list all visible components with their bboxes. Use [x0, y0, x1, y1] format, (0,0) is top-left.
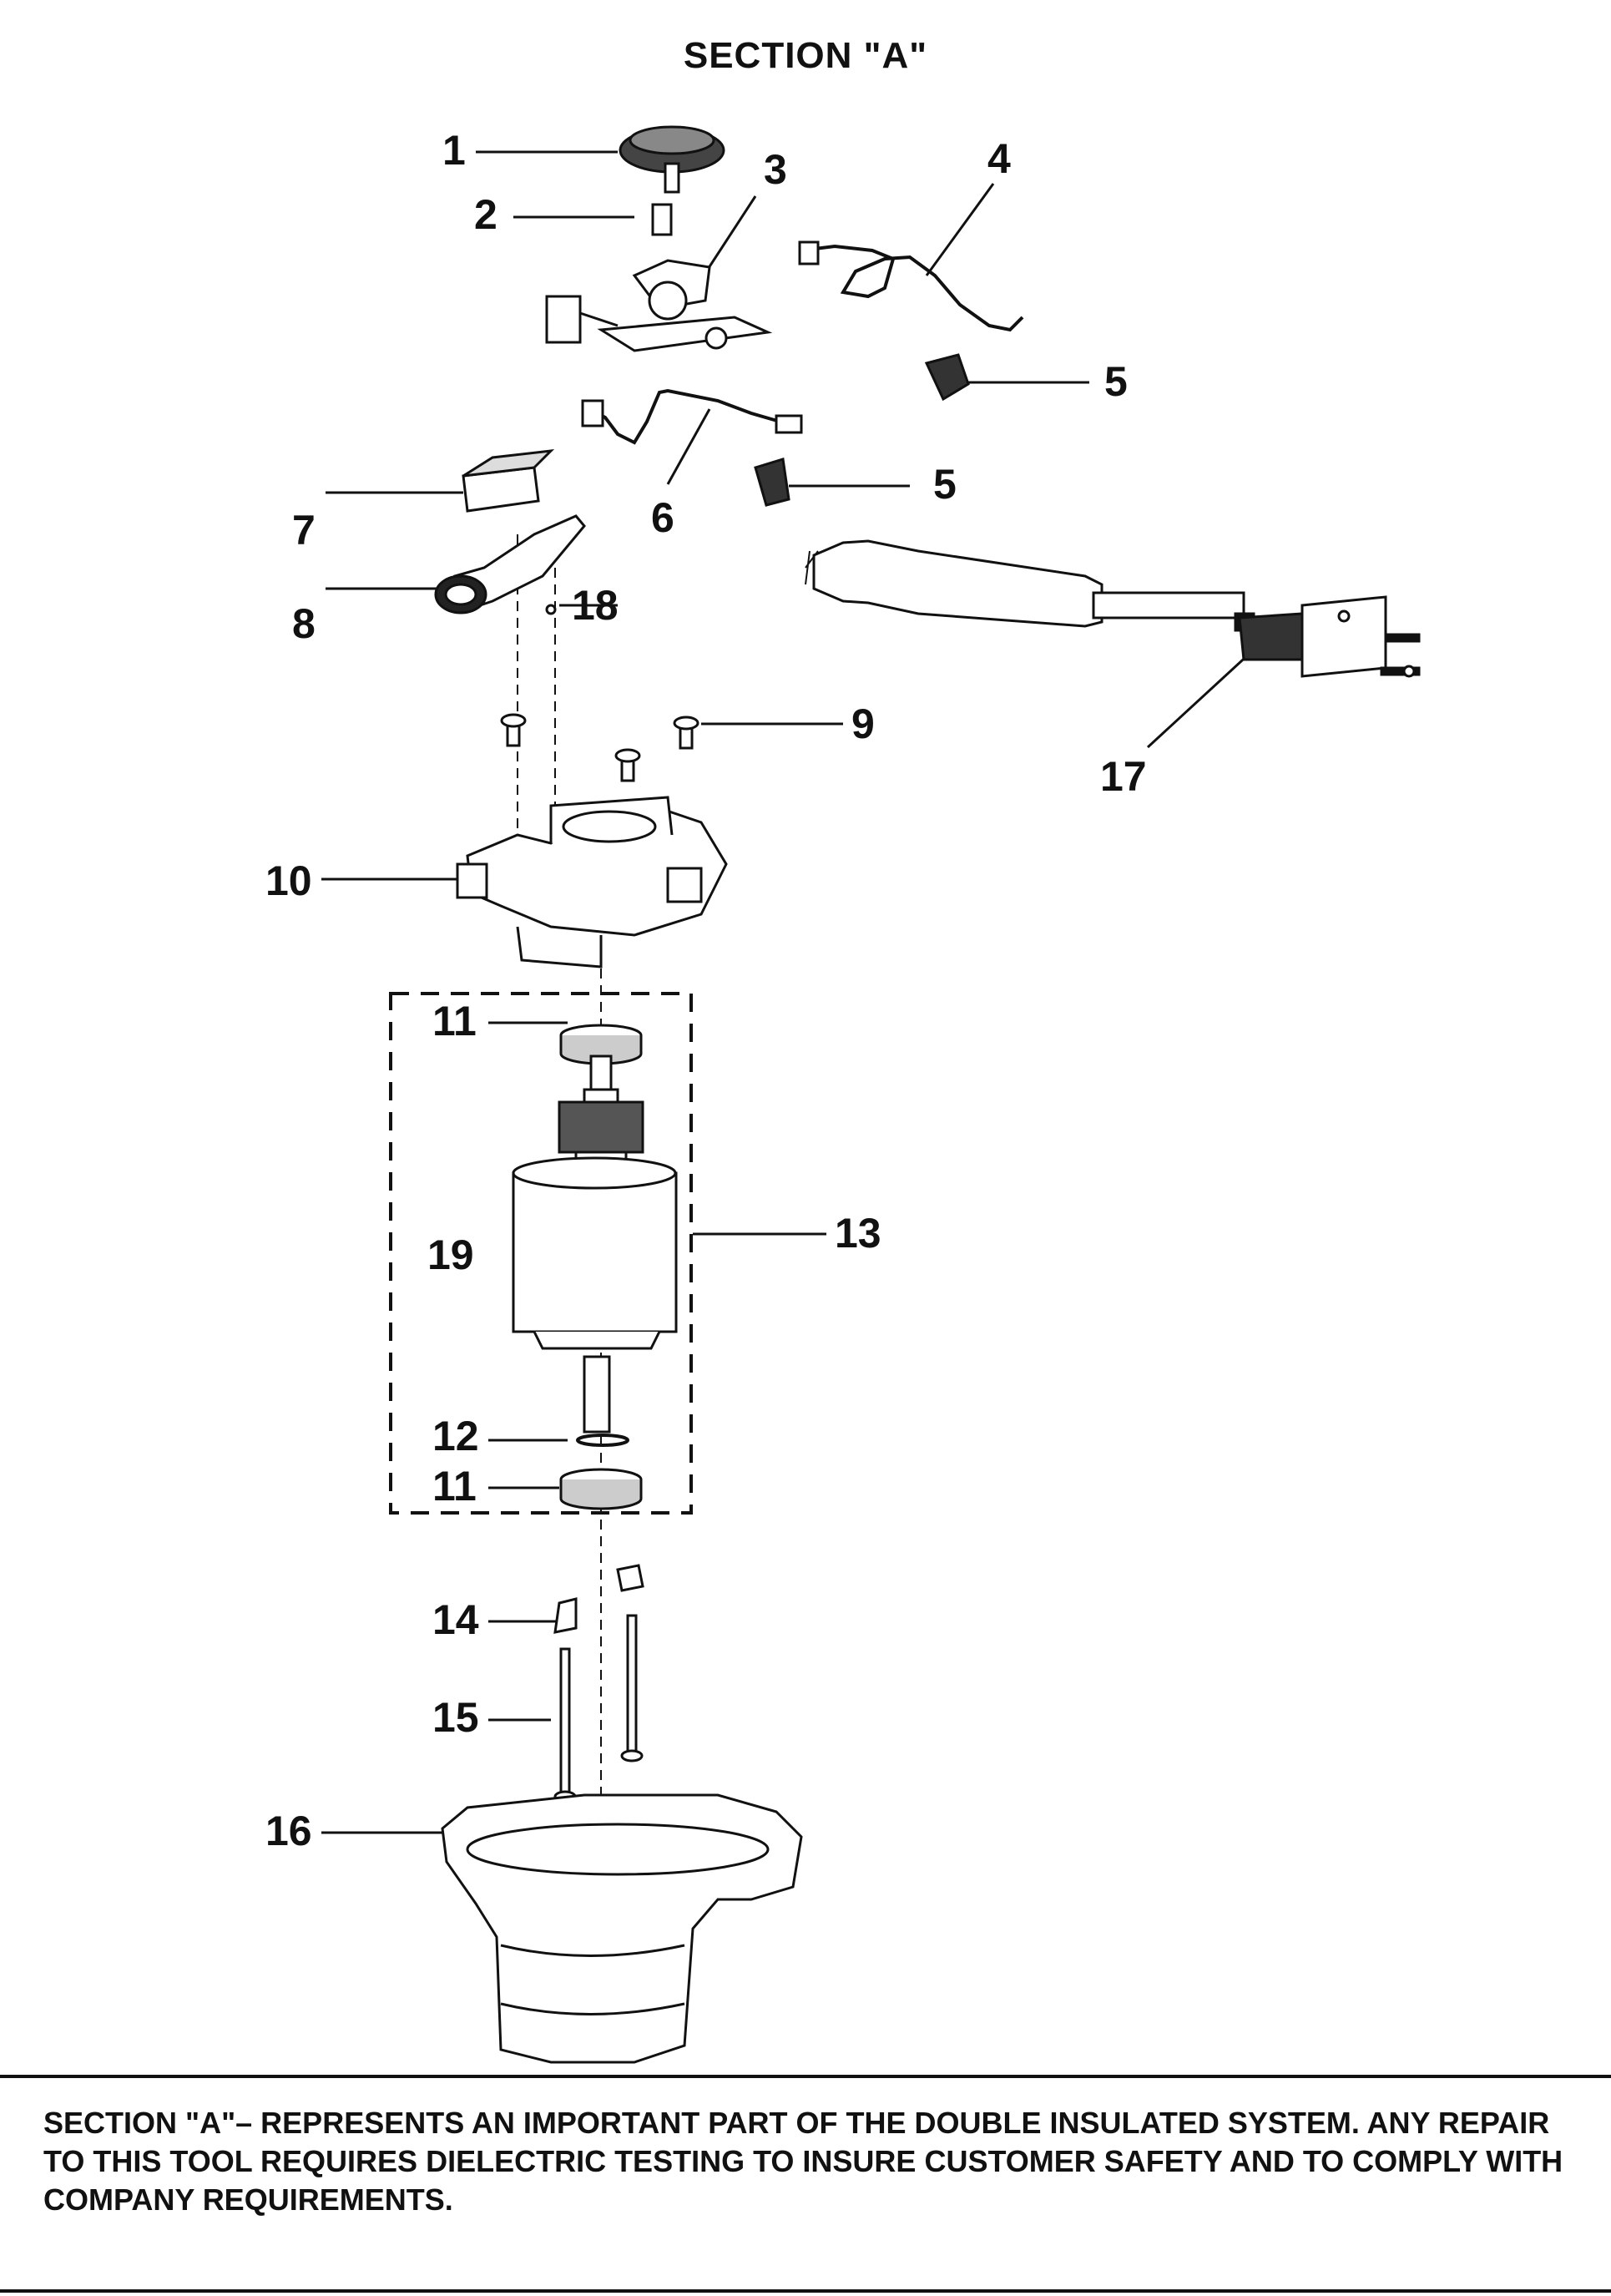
block-part [462, 449, 555, 513]
motor-housing-part [441, 1793, 803, 2064]
callout-5-bottom: 5 [933, 461, 957, 508]
wire-nut-top [924, 353, 970, 402]
bearing-top [559, 1024, 643, 1065]
power-cord-part [805, 539, 1421, 678]
callout-3: 3 [764, 146, 787, 193]
switch-lever-part [434, 514, 586, 614]
wire-nut-bottom [754, 458, 790, 507]
long-screws-15 [553, 1614, 644, 1803]
callout-10: 10 [265, 857, 312, 904]
callout-19: 19 [427, 1231, 474, 1278]
callout-15: 15 [432, 1694, 479, 1741]
callout-6: 6 [651, 494, 674, 541]
armature-assembly-box [389, 992, 693, 1515]
page-title: SECTION "A" [683, 35, 928, 76]
callout-7: 7 [292, 507, 316, 554]
callout-12: 12 [432, 1413, 479, 1459]
brush-holder-housing [456, 796, 728, 968]
callout-5-top: 5 [1104, 358, 1128, 405]
leader-lines [321, 150, 1254, 1834]
callout-1: 1 [442, 127, 466, 174]
retaining-ring [576, 1434, 629, 1447]
callout-17: 17 [1100, 753, 1147, 800]
brackets-14 [553, 1564, 644, 1634]
callout-8: 8 [292, 600, 316, 647]
callout-11-top: 11 [432, 998, 477, 1044]
callout-9: 9 [851, 700, 875, 747]
callout-4: 4 [987, 135, 1011, 182]
callout-11-bottom: 11 [432, 1463, 477, 1510]
field-stack-part [512, 1156, 678, 1434]
screws-9 [500, 713, 699, 782]
clip-part [651, 203, 673, 236]
top-divider [0, 2075, 1611, 2078]
callout-14: 14 [432, 1596, 479, 1643]
switch-plate-part [545, 259, 773, 352]
lead-wire-4 [800, 244, 1024, 332]
callout-18: 18 [572, 582, 619, 629]
lead-wire-6 [588, 388, 790, 445]
callout-16: 16 [265, 1808, 312, 1854]
bottom-divider [0, 2289, 1611, 2293]
exploded-parts-diagram [321, 125, 1421, 2064]
pin-part [545, 604, 557, 615]
gear-part [619, 125, 725, 194]
callout-2: 2 [474, 191, 497, 238]
callout-13: 13 [835, 1210, 881, 1257]
bearing-bottom [559, 1468, 643, 1510]
footnote: SECTION "A"– REPRESENTS AN IMPORTANT PAR… [43, 2106, 1563, 2217]
